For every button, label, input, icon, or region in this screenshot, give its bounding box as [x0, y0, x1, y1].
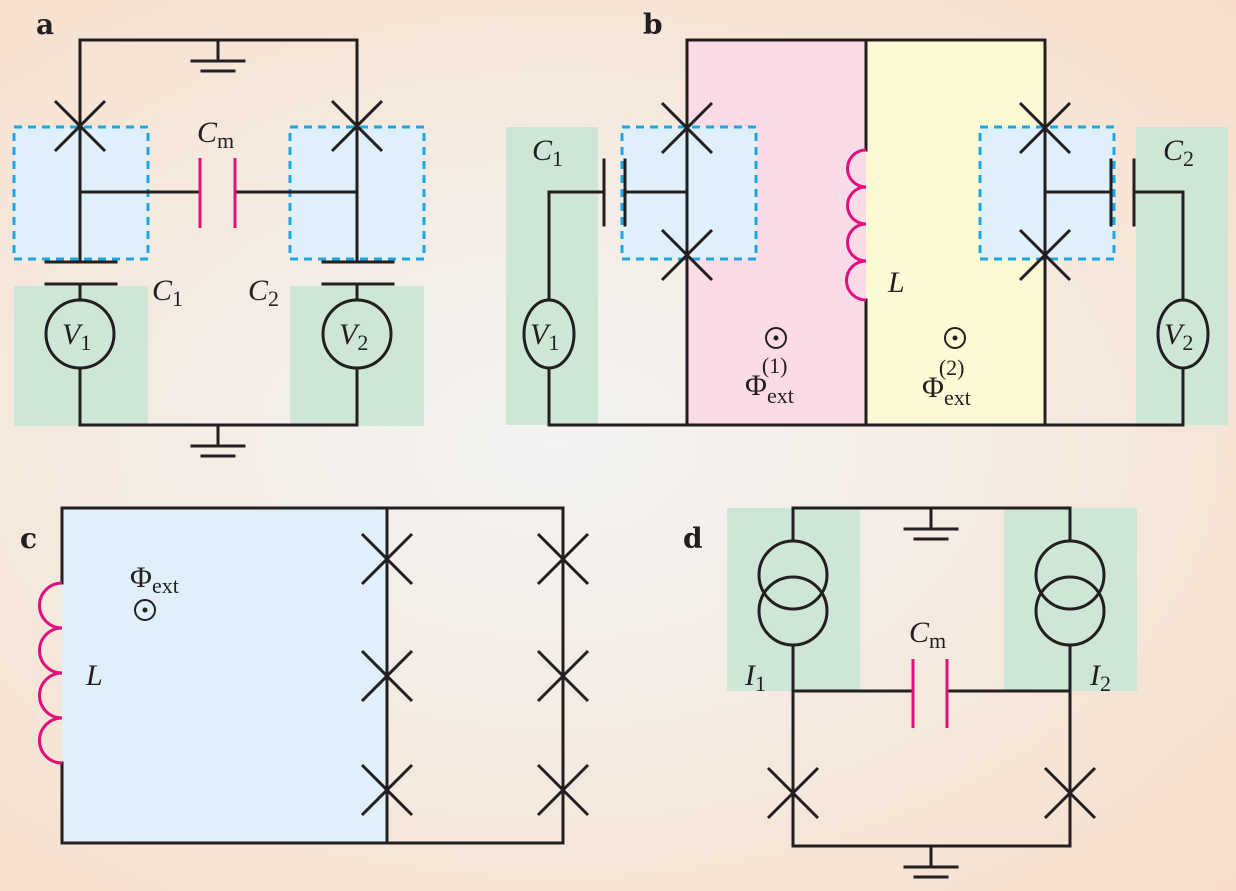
c2-label: C2 [1163, 134, 1194, 171]
current-source-1-icon [757, 539, 829, 611]
flux-label: Φext [130, 561, 179, 598]
flux-out-of-page-icon [134, 599, 156, 621]
panel-c: c L Φext [20, 506, 590, 845]
v1-label: V1 [62, 318, 91, 355]
c1-label: C1 [532, 134, 563, 171]
current-source-2-icon [1034, 539, 1106, 611]
panel-b: b L C1 V1 C2 V2 [506, 8, 1228, 427]
flux-1-label: Φext(1) [745, 353, 794, 408]
v2-label: V2 [339, 318, 368, 355]
panel-label-c: c [20, 522, 37, 555]
inductor-label: L [887, 266, 905, 299]
panel-label-b: b [643, 8, 663, 41]
panel-a: a Cm C1 C2 V1 V2 [12, 8, 426, 458]
inductor-icon [845, 148, 867, 302]
cm-label: Cm [197, 116, 234, 153]
i1-label: I1 [744, 659, 766, 696]
flux-2-label: Φext(2) [922, 355, 971, 410]
voltage-source-1-icon [522, 298, 576, 370]
flux-out-of-page-icon [765, 327, 787, 349]
panel-d: d I1 I2 Cm [683, 506, 1137, 879]
c2-label: C2 [248, 274, 279, 311]
voltage-source-2-icon [321, 298, 393, 370]
inductor-icon [38, 581, 63, 765]
v2-label: V2 [1164, 318, 1193, 355]
i2-label: I2 [1089, 659, 1111, 696]
inductor-label: L [85, 659, 103, 692]
flux-out-of-page-icon [944, 327, 966, 349]
v1-label: V1 [530, 318, 559, 355]
ground-icon [190, 38, 246, 73]
source-region-1 [506, 127, 598, 425]
cm-label: Cm [909, 616, 946, 653]
voltage-source-2-icon [1156, 298, 1210, 370]
panel-label-d: d [683, 522, 703, 555]
panel-label-a: a [36, 8, 54, 41]
loop-region [62, 508, 387, 843]
ground-icon [903, 506, 959, 541]
ground-icon [190, 423, 246, 458]
c1-label: C1 [152, 274, 183, 311]
ground-icon [903, 844, 959, 879]
voltage-source-1-icon [44, 298, 116, 370]
